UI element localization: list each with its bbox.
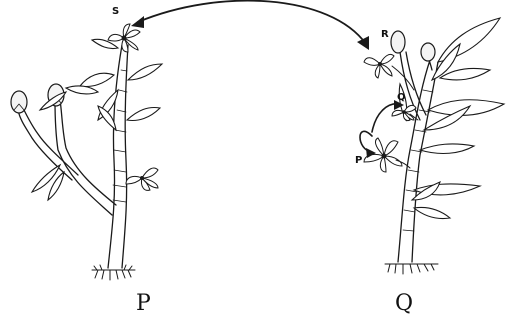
bud-icon	[11, 91, 27, 113]
plant-q	[364, 18, 504, 274]
bud-icon	[421, 43, 435, 61]
leaf-icon	[80, 73, 114, 86]
plant-q-buds	[391, 31, 435, 61]
plant-q-flower-r	[364, 54, 394, 78]
plant-label-p: P	[136, 291, 151, 316]
plant-p-leaves	[32, 39, 162, 200]
cross-pollination-arrow	[138, 1, 366, 44]
arrow-head-icon	[131, 16, 144, 28]
arrow-head-icon	[357, 36, 369, 50]
flower-label-r: R	[381, 29, 389, 40]
flower-label-q: Q	[397, 92, 406, 103]
flower-label-p: P	[355, 155, 362, 166]
self-pollination-arrow-lower	[360, 131, 372, 152]
plant-q-roots	[385, 264, 438, 274]
plant-p-stem	[18, 45, 128, 268]
leaf-icon	[420, 144, 474, 154]
leaf-icon	[66, 86, 98, 94]
plant-q-stem	[398, 52, 438, 262]
flower-center-icon	[122, 36, 127, 41]
leaf-icon	[127, 108, 160, 121]
plant-label-q: Q	[395, 291, 413, 316]
plant-p-flower-lower	[126, 168, 158, 190]
arrows	[131, 1, 404, 158]
flower-label-s: S	[112, 6, 119, 17]
plant-p-roots	[92, 265, 135, 280]
plant-p	[11, 24, 162, 280]
leaf-icon	[128, 64, 162, 80]
leaf-icon	[440, 68, 490, 80]
leaf-icon	[414, 207, 450, 218]
bud-icon	[391, 31, 405, 53]
